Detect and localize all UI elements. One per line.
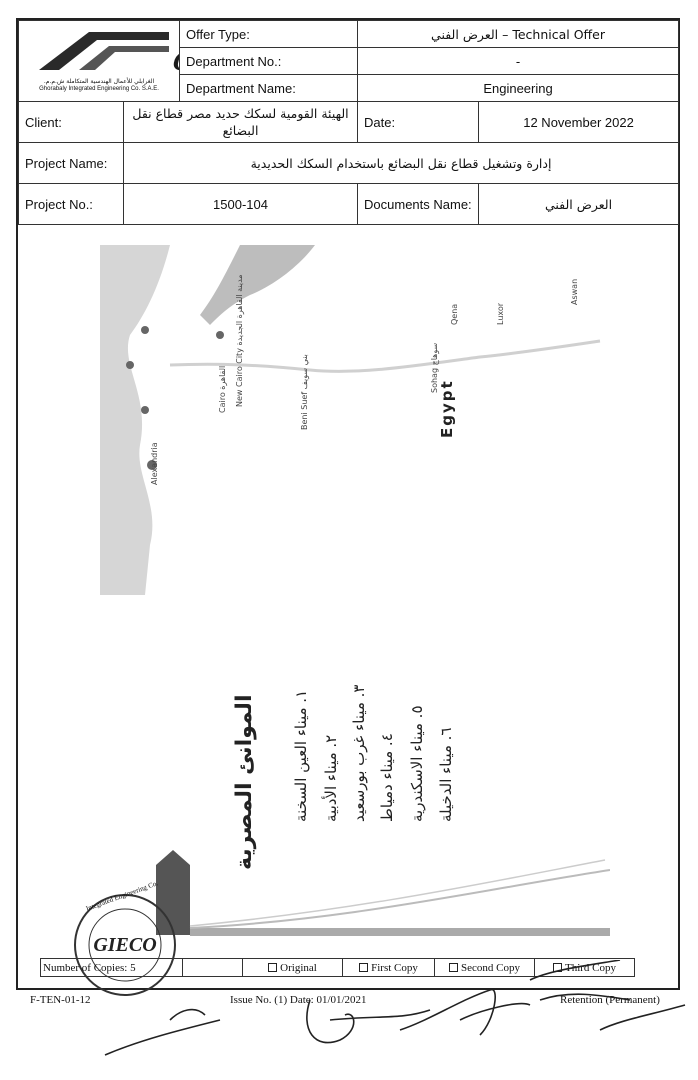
client-label: Client: xyxy=(18,101,124,143)
copy-third: Third Copy xyxy=(534,958,635,977)
logo-wordmark: GIECO xyxy=(170,45,180,77)
signatures-icon xyxy=(104,960,686,1056)
offer-type-value: Technical Offer – العرض الفني xyxy=(357,20,680,48)
map-graphic xyxy=(100,245,601,595)
logo-english-name: Ghorabaly Integrated Engineering Co. S.A… xyxy=(39,85,159,92)
client-value: الهيئة القومية لسكك حديد مصر قطاع نقل ال… xyxy=(122,101,359,143)
copies-label: Number of Copies: 5 xyxy=(40,958,183,977)
date-label: Date: xyxy=(357,101,480,143)
city-label-alexandria: Alexandria xyxy=(150,442,159,485)
form-code: F-TEN-01-12 xyxy=(30,994,91,1006)
copy-first: First Copy xyxy=(342,958,435,977)
port-item-6: ٦. ميناء الدخيلة xyxy=(437,727,455,823)
department-no-label: Department No.: xyxy=(179,47,359,75)
issue-info: Issue No. (1) Date: 01/01/2021 xyxy=(230,994,367,1006)
department-name-value: Engineering xyxy=(357,74,680,102)
copies-table: Number of Copies: 5 Original First Copy … xyxy=(40,958,635,977)
port-item-3: ٣. ميناء غرب بورسعيد xyxy=(350,684,368,822)
header-table: GIECO الغرابلي للأعمال الهندسية المتكامل… xyxy=(17,20,680,225)
logo-arabic-name: الغرابلي للأعمال الهندسية المتكاملة ش.م.… xyxy=(43,77,155,85)
project-no-value: 1500-104 xyxy=(122,183,359,225)
project-no-label: Project No.: xyxy=(18,183,124,225)
city-label-new-cairo: New Cairo City مدينة القاهرة الجديدة xyxy=(235,274,244,407)
copy-second: Second Copy xyxy=(434,958,535,977)
documents-name-value: العرض الفني xyxy=(478,183,680,225)
project-name-label: Project Name: xyxy=(18,142,124,184)
page-border xyxy=(16,18,680,990)
logo-mark-icon xyxy=(39,31,169,70)
department-name-label: Department Name: xyxy=(179,74,359,102)
company-logo: GIECO الغرابلي للأعمال الهندسية المتكامل… xyxy=(17,20,181,102)
city-label-cairo: Cairo القاهرة xyxy=(218,365,227,413)
copies-value: 5 xyxy=(130,961,136,974)
department-no-value: - xyxy=(357,47,680,75)
decorative-swoosh xyxy=(156,850,610,936)
port-item-4: ٤. ميناء دمياط xyxy=(378,733,396,822)
date-value: 12 November 2022 xyxy=(478,101,680,143)
copy-original: Original xyxy=(242,958,343,977)
egypt-map: Cairo القاهرة New Cairo City مدينة القاه… xyxy=(100,245,608,595)
city-label-qena: Qena xyxy=(450,303,459,325)
project-name-value: إدارة وتشغيل قطاع نقل البضائع باستخدام ا… xyxy=(122,142,680,184)
checkbox-icon xyxy=(552,963,562,973)
port-item-2: ٢. ميناء الأدبية xyxy=(322,734,340,822)
documents-name-label: Documents Name: xyxy=(357,183,480,225)
offer-type-label: Offer Type: xyxy=(179,20,359,48)
city-label-luxor: Luxor xyxy=(496,302,505,325)
checkbox-icon xyxy=(268,963,278,973)
port-item-5: ٥. ميناء الاسكندرية xyxy=(408,705,426,822)
port-item-1: ١. ميناء العين السخنة xyxy=(292,689,310,822)
map-country-label: Egypt xyxy=(438,379,456,438)
checkbox-icon xyxy=(359,963,369,973)
city-label-beni-suef: Beni Suef بني سويف xyxy=(300,354,309,430)
retention-info: Retention (Permanent) xyxy=(560,994,660,1006)
svg-text:GIECO: GIECO xyxy=(93,934,156,956)
city-label-aswan: Aswan xyxy=(570,278,579,305)
checkbox-icon xyxy=(449,963,458,973)
company-stamp-icon: GIECO xyxy=(74,894,176,996)
